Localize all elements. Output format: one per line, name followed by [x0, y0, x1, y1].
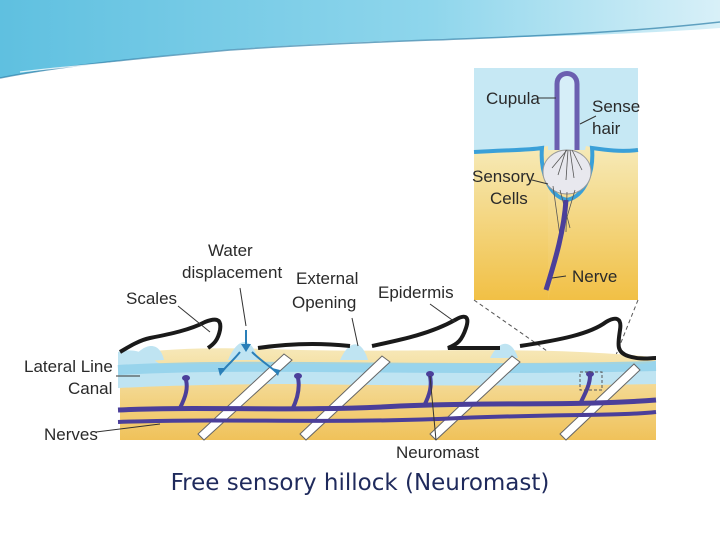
- neuromast-inset: [473, 68, 639, 300]
- slide-caption: Free sensory hillock (Neuromast): [170, 470, 550, 496]
- label-scales: Scales: [126, 289, 177, 308]
- label-epidermis: Epidermis: [378, 283, 454, 302]
- label-lateral-line-1: Lateral Line: [24, 357, 113, 376]
- label-water-1: Water: [208, 241, 253, 260]
- label-sensory-cells-1: Sensory: [472, 167, 535, 186]
- label-water-2: displacement: [182, 263, 282, 282]
- label-sense-hair-2: hair: [592, 119, 621, 138]
- label-nerves: Nerves: [44, 425, 98, 444]
- main-diagram: [117, 314, 657, 441]
- label-external-opening-1: External: [296, 269, 358, 288]
- top-banner: [0, 0, 720, 79]
- label-cupula: Cupula: [486, 89, 540, 108]
- label-lateral-line-2: Canal: [68, 379, 112, 398]
- label-external-opening-2: Opening: [292, 293, 356, 312]
- main-callouts: [95, 287, 456, 441]
- label-sense-hair-1: Sense: [592, 97, 640, 116]
- inset-callouts: [531, 97, 597, 279]
- label-neuromast: Neuromast: [396, 443, 479, 462]
- label-sensory-cells-2: Cells: [490, 189, 528, 208]
- label-nerve: Nerve: [572, 267, 617, 286]
